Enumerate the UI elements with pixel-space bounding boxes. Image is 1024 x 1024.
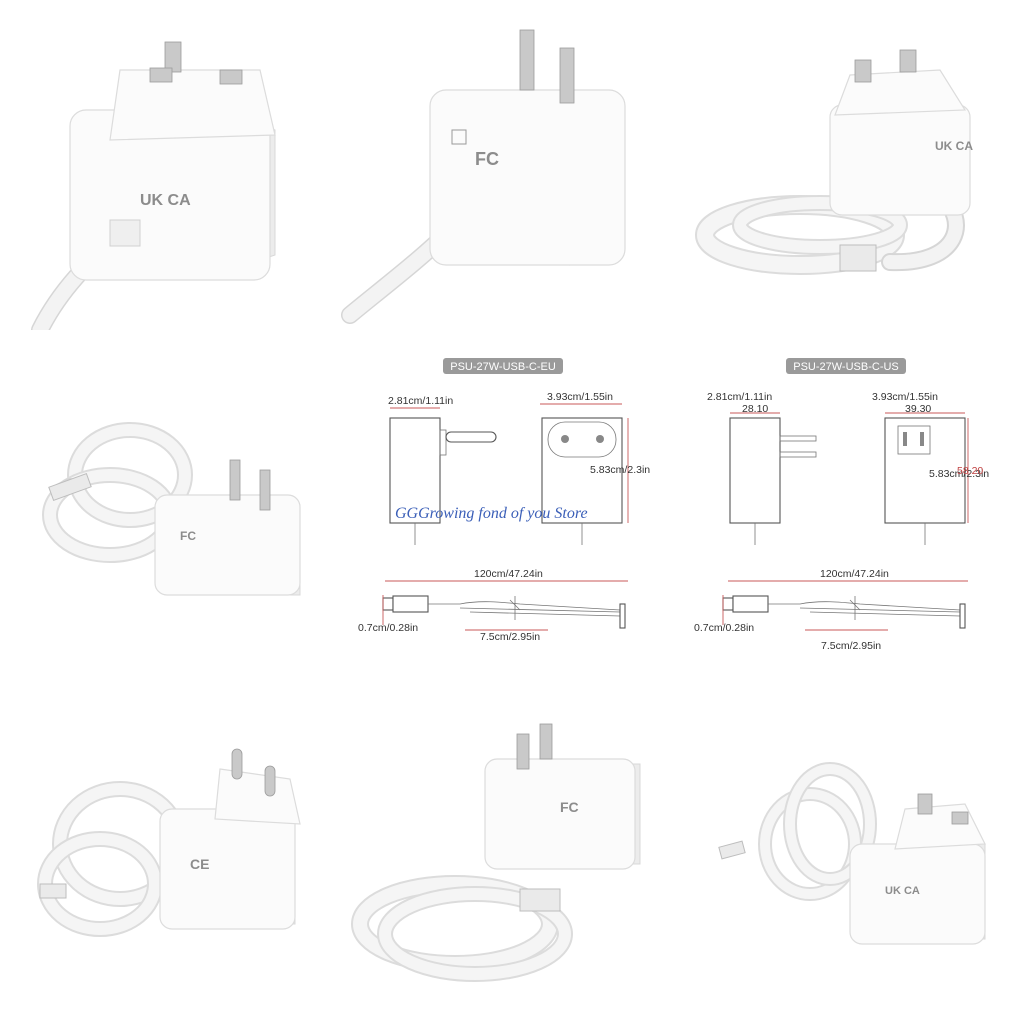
eu-model-tag: PSU-27W-USB-C-EU: [443, 358, 563, 374]
fc-mark: FC: [475, 149, 499, 169]
us-depth-label: 2.81cm/1.11in: [707, 391, 772, 403]
us-cable-length: 120cm/47.24in: [820, 568, 889, 580]
product-photo-eu-plug-coiled: CE: [0, 694, 330, 1024]
store-watermark: GGGrowing fond of you Store: [395, 505, 588, 522]
eu-connector-label: 0.7cm/0.28in: [358, 622, 418, 634]
us-height-label: 5.83cm/2.3in: [929, 468, 989, 480]
eu-coil-label: 7.5cm/2.95in: [480, 631, 540, 643]
us-coil-label: 7.5cm/2.95in: [821, 640, 881, 652]
us-adapter-coiled-illustration: FC: [42, 422, 301, 596]
us-adapter-upright-illustration: FC: [351, 723, 641, 982]
us-connector-label: 0.7cm/0.28in: [694, 622, 754, 634]
product-photo-uk-plug-coiled: UK CA: [690, 0, 1020, 330]
us-height-overlay: 58.20: [957, 465, 983, 477]
eu-depth-label: 2.81cm/1.11in: [388, 395, 453, 407]
uk-adapter-coiled-illustration: UK CA: [695, 49, 973, 275]
eu-width-label: 3.93cm/1.55in: [547, 391, 613, 403]
product-photo-uk-plug-front: UK CA: [0, 0, 330, 330]
us-model-tag: PSU-27W-USB-C-US: [786, 358, 906, 374]
fc-mark-small: FC: [180, 529, 196, 543]
dimension-drawing: PSU-27W-USB-C-EU PSU-27W-USB-C-US 2.81cm…: [358, 358, 989, 652]
eu-model-label: PSU-27W-USB-C-EU: [450, 361, 556, 373]
ukca-mark: UK CA: [140, 192, 191, 209]
fc-mark-upright: FC: [560, 799, 579, 815]
us-depth-overlay: 28.10: [742, 403, 768, 415]
us-width-label: 3.93cm/1.55in: [872, 391, 938, 403]
ce-mark: CE: [190, 856, 209, 872]
us-adapter-illustration: FC: [341, 29, 626, 324]
eu-cable-length: 120cm/47.24in: [474, 568, 543, 580]
ukca-mark-side: UK CA: [885, 885, 920, 897]
us-width-overlay: 39.30: [905, 403, 931, 415]
ukca-mark-small: UK CA: [935, 139, 973, 153]
dimension-diagram: PSU-27W-USB-C-EU PSU-27W-USB-C-US 2.81cm…: [344, 344, 1024, 674]
product-photo-us-plug-coiled: FC: [0, 345, 330, 675]
eu-height-label: 5.83cm/2.3in: [590, 464, 650, 476]
product-photo-uk-plug-side: UK CA: [690, 694, 1020, 1024]
product-photo-us-plug-upright: FC: [345, 694, 675, 1024]
uk-adapter-side-illustration: UK CA: [718, 762, 986, 945]
uk-adapter-illustration: UK CA: [31, 41, 276, 330]
product-photo-us-plug-front: FC: [340, 0, 670, 330]
eu-adapter-coiled-illustration: CE: [37, 748, 301, 937]
us-model-label: PSU-27W-USB-C-US: [793, 361, 899, 373]
